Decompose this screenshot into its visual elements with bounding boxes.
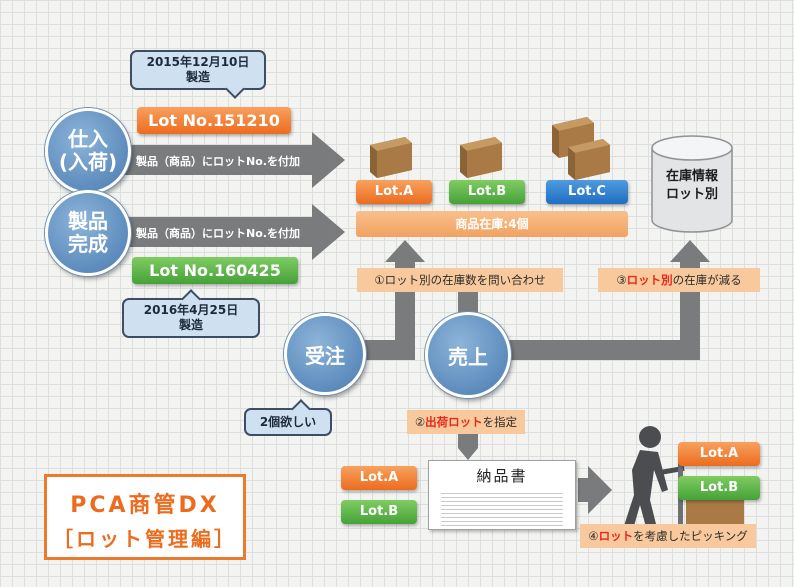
delivery-slip-title: 納品書 — [476, 467, 528, 485]
step2-prefix: ② — [414, 415, 426, 429]
box-icon-a — [370, 137, 412, 178]
production-circle-line1: 製品 — [68, 209, 108, 233]
step4-suffix: を考慮したピッキング — [633, 529, 748, 543]
product-subtitle: ［ロット管理編］ — [53, 527, 237, 551]
delivery-slip-lines — [441, 490, 563, 526]
step2-label: ②出荷ロットを指定 — [407, 410, 525, 434]
product-title-box: PCA商管DX ［ロット管理編］ — [44, 474, 246, 560]
box-icon-b — [460, 137, 502, 178]
purchase-circle: 仕入 (入荷) — [45, 108, 131, 194]
production-arrow-text: 製品（商品）にロットNo.を付加 — [136, 227, 300, 240]
production-circle-line2: 完成 — [68, 232, 108, 256]
step2-suffix: を指定 — [482, 415, 518, 429]
production-circle: 製品 完成 — [45, 190, 131, 276]
step4-highlight: ロット — [598, 529, 634, 543]
step2-highlight: 出荷ロット — [425, 415, 483, 429]
production-date: 2016年4月25日 — [143, 303, 239, 317]
purchase-date-note: 製造 — [185, 70, 210, 84]
production-lot-label: Lot No.160425 — [132, 257, 298, 284]
picking-lot-a: Lot.A — [678, 442, 760, 466]
order-request-text: 2個欲しい — [259, 415, 317, 429]
sales-stock-arrow — [500, 240, 710, 360]
purchase-arrow — [118, 132, 345, 188]
database-cylinder — [651, 135, 733, 233]
purchase-date: 2015年12月10日 — [146, 55, 250, 69]
order-circle: 受注 — [284, 313, 366, 395]
database-label: 在庫情報 ロット別 — [652, 168, 732, 204]
step1-label: ①ロット別の在庫数を問い合わせ — [357, 268, 563, 292]
purchase-date-bubble: 2015年12月10日 製造 — [130, 50, 266, 99]
step4-prefix: ④ — [588, 529, 599, 543]
step3-suffix: の在庫が減る — [672, 273, 742, 287]
step3-prefix: ③ — [616, 273, 627, 287]
purchase-arrow-text: 製品（商品）にロットNo.を付加 — [136, 155, 300, 168]
delivery-lot-a: Lot.A — [341, 466, 417, 490]
order-request-bubble: 2個欲しい — [244, 399, 332, 436]
delivery-lot-b: Lot.B — [341, 500, 417, 524]
delivery-slip: 納品書 — [428, 460, 576, 530]
production-date-note: 製造 — [178, 318, 203, 332]
purchase-circle-line2: (入荷) — [58, 150, 118, 174]
stock-count-bar: 商品在庫:4個 — [356, 211, 628, 237]
product-title: PCA商管DX — [70, 493, 220, 518]
step3-highlight: ロット別 — [626, 273, 673, 287]
step4-label: ④ロットを考慮したピッキング — [580, 524, 756, 548]
inventory-lot-a: Lot.A — [356, 180, 432, 204]
database-label-line1: 在庫情報 — [665, 169, 718, 184]
picking-arrow — [578, 466, 612, 514]
production-arrow — [118, 204, 345, 260]
inventory-lot-b: Lot.B — [449, 180, 525, 204]
step3-label: ③ロット別の在庫が減る — [598, 268, 760, 292]
purchase-lot-label: Lot No.151210 — [137, 107, 291, 134]
inventory-lot-c: Lot.C — [546, 180, 628, 204]
database-label-line2: ロット別 — [665, 187, 718, 202]
production-date-bubble: 2016年4月25日 製造 — [122, 289, 260, 338]
purchase-circle-line1: 仕入 — [68, 127, 108, 151]
box-icon-c — [552, 117, 610, 180]
picking-lot-b: Lot.B — [678, 476, 760, 500]
sales-circle: 売上 — [425, 312, 511, 398]
